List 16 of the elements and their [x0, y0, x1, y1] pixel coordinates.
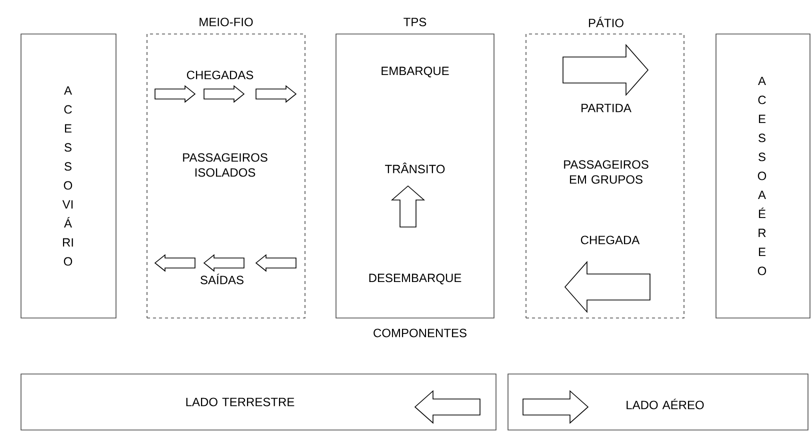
zone-label: EMBARQUE	[382, 66, 449, 78]
zone-label: LADO TERRESTRE	[186, 398, 294, 406]
vertical-label: ACESSO AÉREO	[758, 76, 766, 276]
zone-label: CHEGADA	[580, 236, 640, 244]
zone-label: PARTIDA	[582, 104, 632, 112]
zone-heading: TPS	[404, 18, 426, 26]
zone-label: SAÍDAS	[200, 274, 244, 284]
zone-label: LADO AÉREO	[626, 398, 704, 410]
vertical-label: ACESSO VIÁRIO	[62, 86, 73, 266]
zone-label: PASSAGEIROS ISOLADOS	[183, 153, 268, 177]
zone-label: TRÂNSITO	[385, 162, 445, 174]
zone-heading: PÁTIO	[588, 16, 624, 28]
zone-heading: MEIO-FIO	[200, 18, 253, 26]
zone-label: CHEGADAS	[186, 70, 254, 80]
zone-label: PASSAGEIROS EM GRUPOS	[564, 160, 648, 184]
zone-label: DESEMBARQUE	[369, 274, 462, 284]
